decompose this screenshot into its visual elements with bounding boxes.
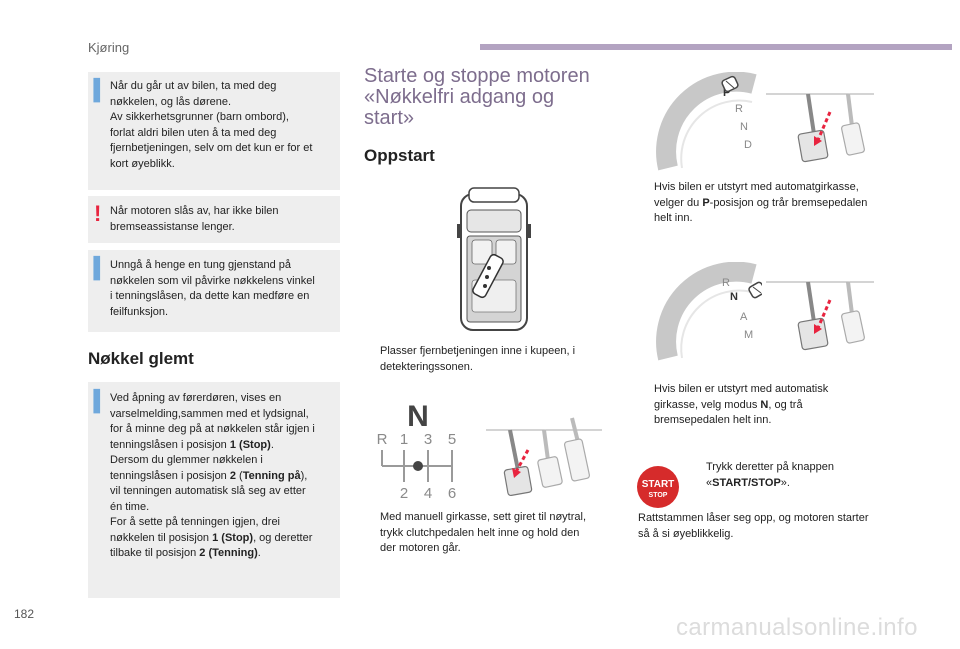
svg-text:D: D bbox=[744, 139, 752, 151]
svg-text:M: M bbox=[744, 329, 753, 341]
note-line: nøkkelen som vil påvirke nøkkelens vinke… bbox=[110, 274, 315, 287]
svg-text:4: 4 bbox=[424, 485, 432, 502]
info-mark-icon: ▍ bbox=[94, 258, 110, 280]
bullet-automatic-p: Hvis bilen er utstyrt med automatgirkass… bbox=[654, 181, 868, 224]
forgot-line: vil tenningen automatisk slå seg av ette… bbox=[110, 485, 306, 497]
warning-line: bremseassistanse lenger. bbox=[110, 220, 235, 233]
note-line: feilfunksjon. bbox=[110, 305, 169, 318]
bullet-manual-gearbox: Med manuell girkasse, sett giret til nøy… bbox=[380, 511, 587, 554]
note-line: forlat aldri bilen uten å ta med deg bbox=[110, 126, 277, 139]
brake-pedal-illustration bbox=[766, 93, 874, 163]
svg-text:R: R bbox=[377, 431, 388, 448]
forgot-line: nøkkelen til posisjon 1 (Stop), og deret… bbox=[110, 531, 313, 544]
info-mark-icon: ▍ bbox=[94, 391, 110, 413]
automatic-selector-p-illustration: P R N D bbox=[656, 72, 757, 171]
section-title: Kjøring bbox=[88, 40, 130, 55]
svg-text:5: 5 bbox=[448, 431, 456, 448]
info-mark-icon: ▍ bbox=[94, 80, 110, 102]
brake-pedal-illustration bbox=[766, 281, 874, 351]
forgot-line: tenningslåsen i posisjon 2 (Tenning på), bbox=[110, 469, 308, 482]
header-bar bbox=[480, 44, 952, 50]
note-line: kort øyeblikk. bbox=[110, 157, 175, 170]
bullet-automatic-n: Hvis bilen er utstyrt med automatisk gir… bbox=[654, 383, 829, 426]
warning-box-brake-assist: ! Når motoren slås av, har ikke bilen br… bbox=[88, 196, 340, 243]
warning-exclamation-icon: ! bbox=[94, 201, 102, 226]
page-title: Starte og stoppe motoren «Nøkkelfri adga… bbox=[364, 65, 590, 129]
svg-text:6: 6 bbox=[448, 485, 456, 502]
forgot-line: for å minne deg på at nøkkelen står igje… bbox=[110, 423, 315, 435]
svg-text:R: R bbox=[735, 103, 743, 115]
start-stop-button-icon: START STOP bbox=[637, 466, 679, 508]
svg-text:P: P bbox=[723, 87, 730, 99]
bullet-press-start: Trykk deretter på knappen «START/STOP». bbox=[706, 461, 834, 489]
info-box-forgot-key: ▍ Ved åpning av førerdøren, vises en var… bbox=[88, 382, 340, 598]
svg-text:1: 1 bbox=[400, 431, 408, 448]
car-top-view-illustration bbox=[457, 187, 531, 331]
closing-paragraph: Rattstammen låser seg opp, og motoren st… bbox=[638, 512, 869, 540]
start-heading: Oppstart bbox=[364, 146, 435, 165]
note-line: Når du går ut av bilen, ta med deg bbox=[110, 80, 277, 92]
forgot-line: én time. bbox=[110, 500, 150, 513]
pedals-clutch-illustration bbox=[486, 417, 602, 497]
svg-text:N: N bbox=[730, 291, 738, 303]
note-line: Av sikkerhetsgrunner (barn ombord), bbox=[110, 111, 289, 123]
svg-text:N: N bbox=[740, 121, 748, 133]
note-line: fjernbetjeningen, selv om det kun er for… bbox=[110, 142, 313, 154]
svg-text:3: 3 bbox=[424, 431, 432, 448]
watermark: carmanualsonline.info bbox=[676, 614, 918, 641]
svg-text:START: START bbox=[642, 479, 675, 490]
info-box-leave-car: ▍ Når du går ut av bilen, ta med deg nøk… bbox=[88, 72, 340, 190]
bullet-place-remote: Plasser fjernbetjeningen inne i kupeen, … bbox=[380, 345, 576, 373]
forgot-line: tilbake til posisjon 2 (Tenning). bbox=[110, 547, 261, 559]
note-line: i tenningslåsen, da dette kan medføre en bbox=[110, 290, 310, 302]
svg-text:A: A bbox=[740, 311, 748, 323]
svg-text:2: 2 bbox=[400, 485, 408, 502]
svg-text:STOP: STOP bbox=[649, 492, 668, 499]
forgot-line: Ved åpning av førerdøren, vises en bbox=[110, 392, 282, 404]
forgot-line: For å sette på tenningen igjen, drei bbox=[110, 516, 281, 528]
forgot-line: Dersom du glemmer nøkkelen i bbox=[110, 454, 263, 466]
warning-line: Når motoren slås av, har ikke bilen bbox=[110, 205, 279, 217]
manual-gearbox-diagram: N R 1 3 5 2 4 6 bbox=[377, 400, 457, 502]
svg-text:R: R bbox=[722, 277, 730, 289]
forgot-key-heading: Nøkkel glemt bbox=[88, 349, 194, 368]
gear-neutral-label: N bbox=[407, 400, 429, 433]
info-box-heavy-object: ▍ Unngå å henge en tung gjenstand på nøk… bbox=[88, 250, 340, 332]
forgot-line: varselmelding,sammen med et lydsignal, bbox=[110, 407, 309, 420]
automatic-selector-n-illustration: R N A M bbox=[656, 262, 762, 361]
note-line: Unngå å henge en tung gjenstand på bbox=[110, 259, 292, 271]
page-number: 182 bbox=[14, 607, 35, 621]
forgot-line: tenningslåsen i posisjon 1 (Stop). bbox=[110, 438, 274, 451]
note-line: nøkkelen, og lås dørene. bbox=[110, 95, 232, 108]
